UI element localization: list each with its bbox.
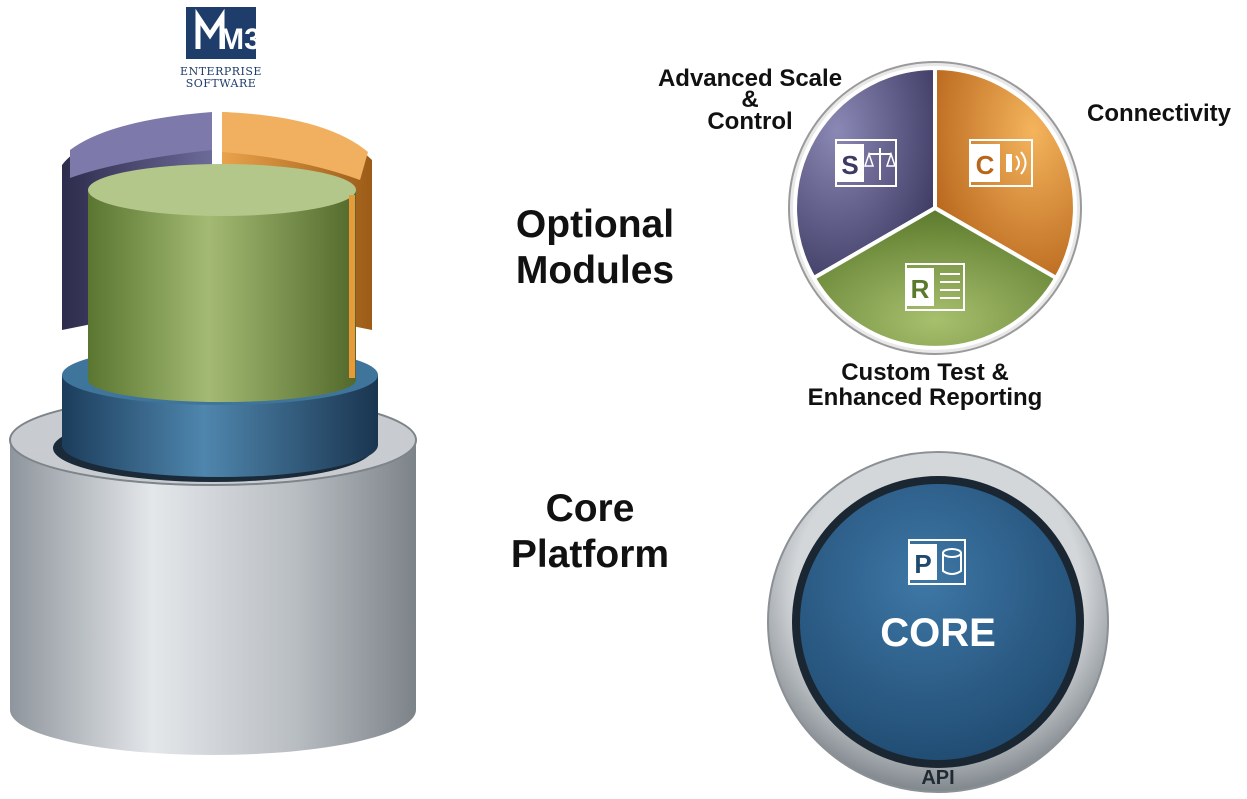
svg-text:S: S bbox=[841, 150, 858, 180]
stack-illustration bbox=[9, 112, 417, 755]
modules-wheel: S C R bbox=[788, 61, 1082, 355]
module-wedge-scale bbox=[793, 65, 937, 281]
api-label: API bbox=[921, 767, 954, 789]
m3-logo-mark: M3 bbox=[186, 7, 261, 59]
module-wedge-reporting bbox=[811, 205, 1059, 350]
logo-line-1: ENTERPRISE bbox=[180, 65, 262, 78]
core-disc: P CORE API bbox=[767, 451, 1109, 793]
database-icon: P bbox=[908, 539, 966, 585]
logo-line-2: SOFTWARE bbox=[185, 77, 257, 90]
core-platform-heading: Core Platform bbox=[510, 487, 670, 576]
optional-modules-heading: Optional Modules bbox=[515, 203, 675, 292]
wireless-icon: C bbox=[969, 139, 1033, 187]
module-label-connectivity: Connectivity bbox=[1086, 100, 1232, 127]
svg-text:M3: M3 bbox=[219, 23, 258, 56]
core-title: CORE bbox=[880, 611, 996, 655]
svg-text:P: P bbox=[914, 549, 931, 579]
module-wedge-connectivity bbox=[933, 65, 1077, 281]
company-logo: M3 ENTERPRISE SOFTWARE bbox=[178, 5, 264, 97]
svg-text:C: C bbox=[976, 150, 995, 180]
report-icon: R bbox=[905, 263, 965, 311]
module-green-segment bbox=[88, 164, 356, 402]
module-label-reporting: Custom Test & Enhanced Reporting bbox=[807, 359, 1043, 411]
scale-icon: S bbox=[835, 139, 897, 187]
module-label-scale: Advanced Scale & Control bbox=[657, 65, 843, 135]
svg-text:R: R bbox=[911, 274, 930, 304]
